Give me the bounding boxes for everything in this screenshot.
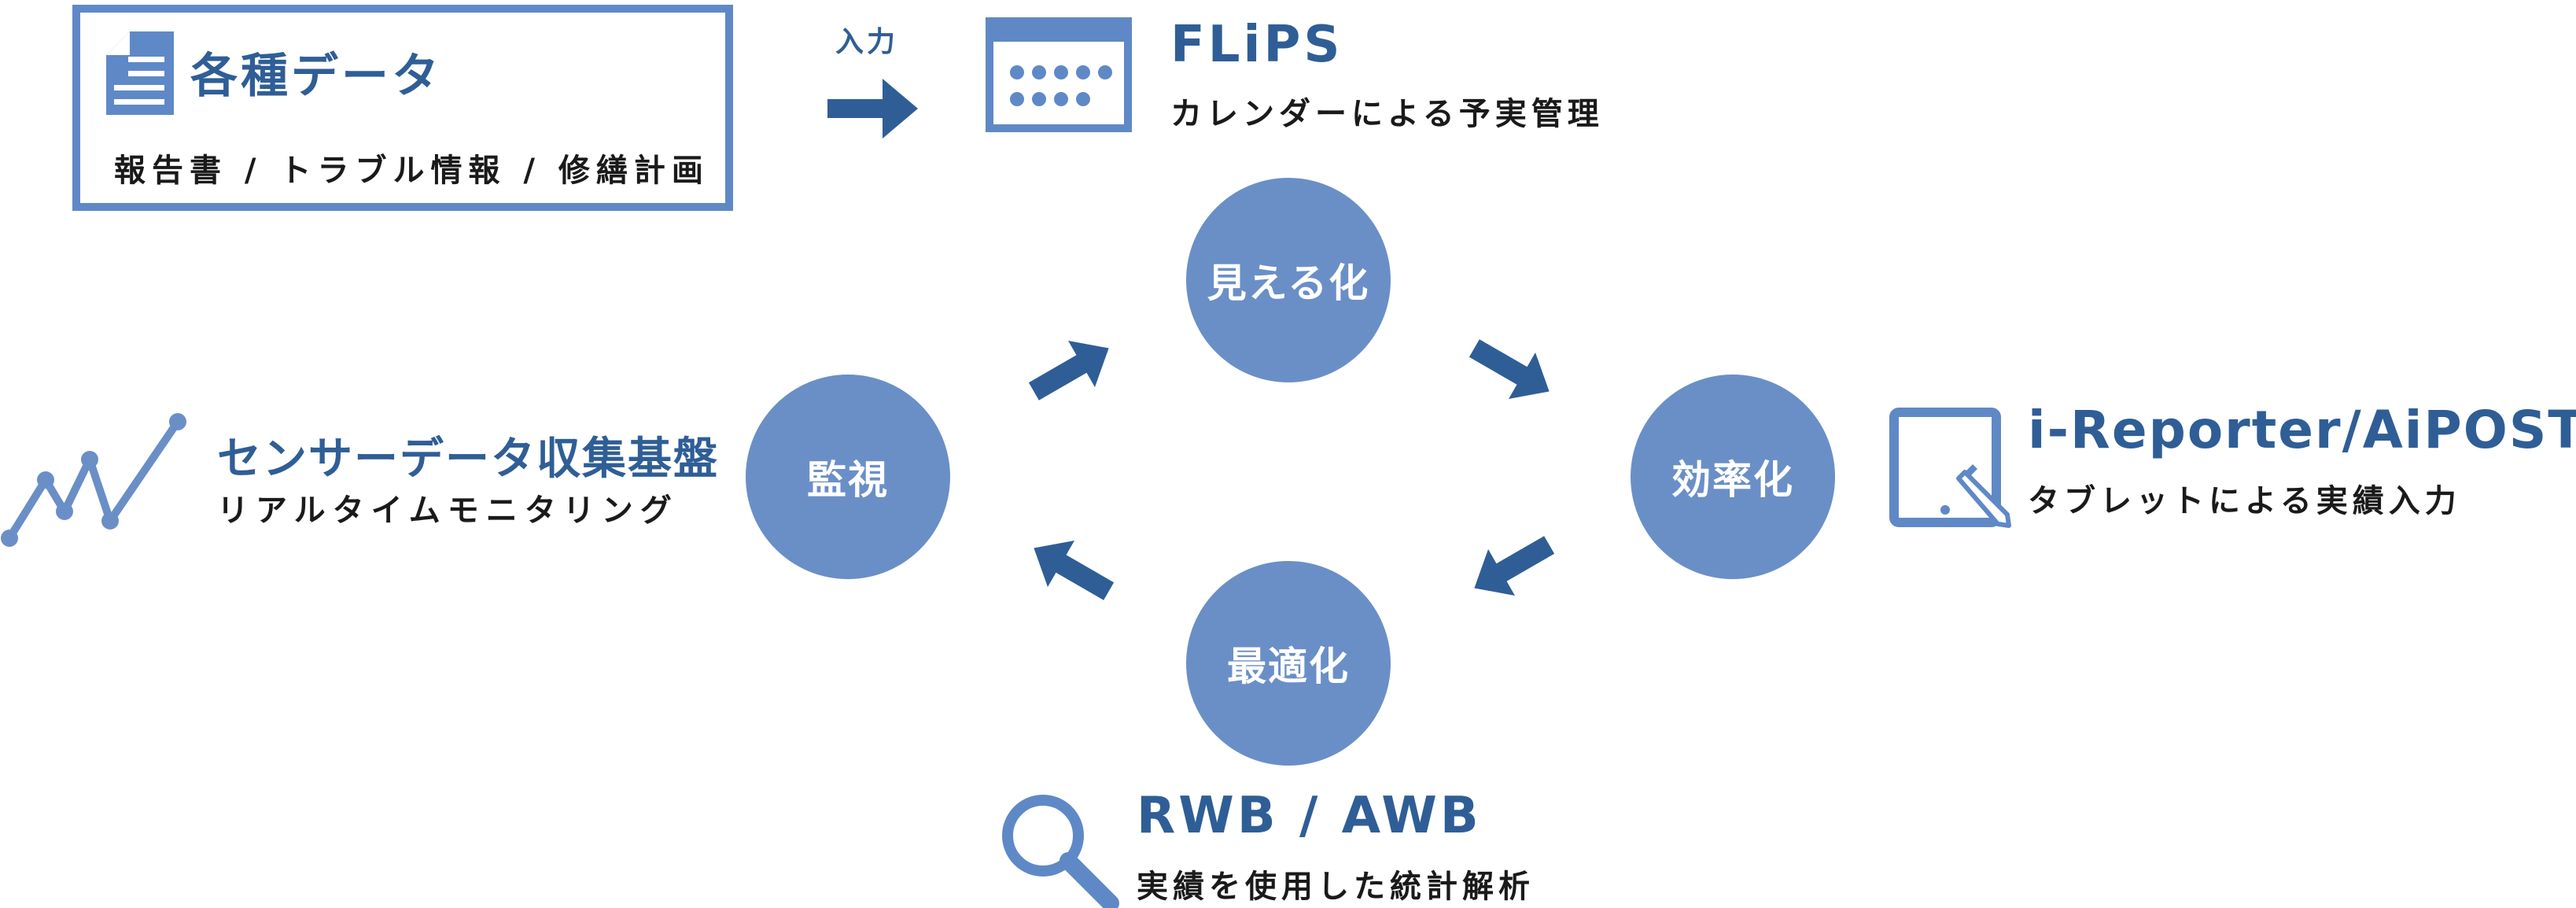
rwb-title: RWB / AWB [1137, 787, 1482, 845]
line-chart-icon [1, 413, 186, 547]
document-icon [106, 31, 174, 115]
sensor-subtitle: リアルタイムモニタリング [217, 493, 679, 529]
calendar-icon [986, 17, 1132, 132]
flips-title: FLiPS [1170, 16, 1343, 74]
cycle-arrow-left-to-top [1028, 341, 1109, 400]
flips-subtitle: カレンダーによる予実管理 [1170, 96, 1604, 132]
magnifier-icon [1002, 795, 1119, 908]
cycle-arrow-bottom-to-left [1034, 541, 1115, 600]
input-label: 入力 [835, 26, 899, 58]
cycle-bottom-circle: 最適化 [1186, 561, 1391, 766]
cycle-left-label: 監視 [807, 457, 889, 503]
rwb-subtitle: 実績を使用した統計解析 [1137, 869, 1535, 905]
data-sources-title: 各種データ [190, 49, 442, 104]
cycle-right-circle: 効率化 [1631, 375, 1835, 579]
input-arrow [827, 79, 918, 138]
cycle-right-label: 効率化 [1671, 457, 1794, 503]
cycle-arrow-right-to-bottom [1474, 536, 1555, 596]
cycle-arrow-top-to-right [1469, 339, 1550, 399]
data-sources-box [72, 5, 733, 211]
sensor-title: センサーデータ収集基盤 [217, 434, 719, 485]
cycle-top-circle: 見える化 [1186, 178, 1391, 382]
data-sources-subtitle: 報告書 / トラブル情報 / 修繕計画 [114, 153, 709, 189]
cycle-left-circle: 監視 [746, 375, 950, 579]
cycle-bottom-label: 最適化 [1227, 644, 1350, 689]
tablet-pen-icon [1889, 408, 2011, 528]
cycle-top-label: 見える化 [1207, 260, 1370, 306]
ireporter-title: i-Reporter/AiPOST [2028, 400, 2576, 460]
ireporter-subtitle: タブレットによる実績入力 [2028, 483, 2461, 519]
